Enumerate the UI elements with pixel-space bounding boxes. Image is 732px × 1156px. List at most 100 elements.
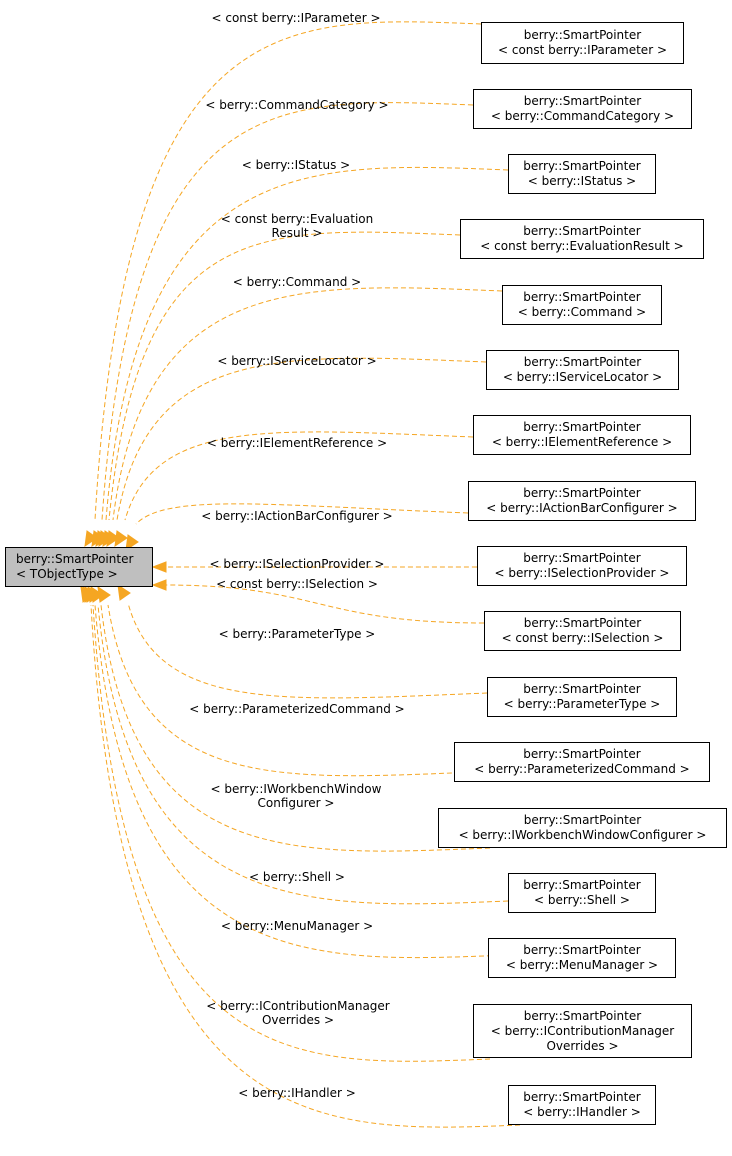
node-text: < berry::IServiceLocator > <box>502 370 663 384</box>
derived-class-node: berry::SmartPointer< berry::Command > <box>502 285 662 325</box>
arrowhead-icon <box>151 579 167 591</box>
derived-class-node: berry::SmartPointer< berry::IActionBarCo… <box>468 481 696 521</box>
inheritance-edge <box>90 604 521 1128</box>
node-text: berry::SmartPointer <box>523 94 642 108</box>
node-text: < berry::ISelectionProvider > <box>494 566 670 580</box>
derived-class-node: berry::SmartPointer< berry::IHandler > <box>508 1085 656 1125</box>
inheritance-edge <box>94 604 509 959</box>
arrowhead-icon <box>84 530 98 548</box>
edge-label-text: < berry::MenuManager > <box>220 919 374 933</box>
node-text: berry::SmartPointer <box>16 552 134 566</box>
node-text: < berry::Command > <box>517 305 647 319</box>
node-text: berry::SmartPointer <box>523 486 641 500</box>
derived-class-node: berry::SmartPointer< berry::Shell > <box>508 873 656 913</box>
derived-class-node: berry::SmartPointer< berry::IContributio… <box>473 1004 692 1058</box>
derived-class-node: berry::SmartPointer< berry::MenuManager … <box>488 938 676 978</box>
node-text: < const berry::EvaluationResult > <box>480 239 684 253</box>
edge-label-text: < berry::IHandler > <box>238 1086 356 1100</box>
edge-label-text: Overrides > <box>261 1013 335 1027</box>
node-text: < berry::IStatus > <box>527 174 637 188</box>
inheritance-edge <box>127 602 488 699</box>
derived-class-node: berry::SmartPointer< berry::CommandCateg… <box>473 89 692 129</box>
node-text: < berry::IActionBarConfigurer > <box>486 501 678 515</box>
inheritance-edge <box>112 287 503 521</box>
node-text: < berry::Shell > <box>534 893 630 907</box>
derived-class-node: berry::SmartPointer< const berry::IParam… <box>481 22 684 64</box>
edge-label-text: Result > <box>271 226 323 240</box>
edge-label-text: < const berry::ISelection > <box>216 577 378 591</box>
node-text: berry::SmartPointer <box>523 1008 642 1023</box>
node-text: < berry::IWorkbenchWindowConfigurer > <box>458 828 707 842</box>
edge-label-text: < berry::IStatus > <box>241 158 351 172</box>
derived-class-node: berry::SmartPointer< berry::ParameterTyp… <box>487 677 677 717</box>
inheritance-edge <box>100 604 491 852</box>
node-text: < berry::MenuManager > <box>505 958 659 972</box>
derived-class-node: berry::SmartPointer< berry::IStatus > <box>508 154 656 194</box>
node-text: < berry::IContributionManager <box>490 1023 675 1038</box>
edge-label-text: < berry::ISelectionProvider > <box>209 557 385 571</box>
node-text: berry::SmartPointer <box>523 616 642 630</box>
node-text: < berry::IHandler > <box>523 1105 641 1119</box>
inheritance-edge <box>94 21 482 521</box>
inheritance-edge <box>108 231 461 521</box>
edge-label-text: < berry::CommandCategory > <box>205 98 389 112</box>
edge-label: < berry::MenuManager > <box>221 919 373 933</box>
derived-class-node: berry::SmartPointer< const berry::ISelec… <box>484 611 681 651</box>
derived-class-node: berry::SmartPointer< berry::IElementRefe… <box>473 415 691 455</box>
node-text: berry::SmartPointer <box>523 159 641 173</box>
node-text: berry::SmartPointer <box>523 878 641 892</box>
node-text: Overrides > <box>546 1038 619 1053</box>
edge-label: < berry::Command > <box>233 275 361 289</box>
inheritance-edge <box>124 431 474 521</box>
inheritance-edge <box>101 102 474 521</box>
node-text: berry::SmartPointer <box>523 420 641 434</box>
base-class-node: berry::SmartPointer< TObjectType > <box>5 547 153 587</box>
edge-label: < const berry::ISelection > <box>216 577 378 591</box>
edge-label-text: < berry::ParameterizedCommand > <box>189 702 405 716</box>
inheritance-edge <box>107 604 477 777</box>
derived-class-node: berry::SmartPointer< const berry::Evalua… <box>460 219 704 259</box>
edge-label: < berry::ParameterType > <box>219 627 376 641</box>
edge-label: < const berry::IParameter > <box>212 11 381 25</box>
node-text: berry::SmartPointer <box>523 224 641 238</box>
edge-label-text: < berry::IElementReference > <box>206 436 388 450</box>
edge-label: < berry::ParameterizedCommand > <box>189 702 404 716</box>
edge-label-text: Configurer > <box>257 796 335 810</box>
arrowhead-icon <box>125 534 139 552</box>
inheritance-edge <box>105 166 509 521</box>
derived-class-node: berry::SmartPointer< berry::ISelectionPr… <box>477 546 687 586</box>
edge-label: < berry::CommandCategory > <box>205 98 388 112</box>
inheritance-edge <box>135 503 469 525</box>
derived-class-node: berry::SmartPointer< berry::IWorkbenchWi… <box>438 808 727 848</box>
edge-label-text: < berry::IWorkbenchWindow <box>210 782 382 796</box>
node-text: < berry::ParameterizedCommand > <box>474 762 690 776</box>
arrowhead-icon <box>106 530 120 548</box>
edge-label-text: < berry::Shell > <box>249 870 345 884</box>
arrowhead-icon <box>117 583 131 601</box>
edge-label-text: < berry::IActionBarConfigurer > <box>201 509 393 523</box>
derived-class-node: berry::SmartPointer< berry::Parameterize… <box>454 742 710 782</box>
edge-label: < berry::IServiceLocator > <box>217 354 376 368</box>
node-text: < berry::IElementReference > <box>491 435 673 449</box>
node-text: berry::SmartPointer <box>523 290 641 304</box>
edge-label: < berry::IStatus > <box>242 158 351 172</box>
edge-label-text: < const berry::IParameter > <box>211 11 381 25</box>
edge-label-text: < berry::ParameterType > <box>218 627 376 641</box>
node-text: berry::SmartPointer <box>523 682 641 696</box>
node-text: < const berry::IParameter > <box>498 43 667 57</box>
derived-class-node: berry::SmartPointer< berry::IServiceLoca… <box>486 350 679 390</box>
inheritance-edge <box>92 604 491 1062</box>
edge-label: < berry::IActionBarConfigurer > <box>201 509 392 523</box>
node-text: berry::SmartPointer <box>523 551 641 565</box>
node-text: < berry::ParameterType > <box>503 697 661 711</box>
edge-label-text: < berry::IContributionManager <box>206 999 390 1013</box>
arrowhead-icon <box>151 561 167 573</box>
inheritance-edge <box>97 604 509 905</box>
node-text: berry::SmartPointer <box>523 28 642 42</box>
node-text: < berry::CommandCategory > <box>490 109 675 123</box>
